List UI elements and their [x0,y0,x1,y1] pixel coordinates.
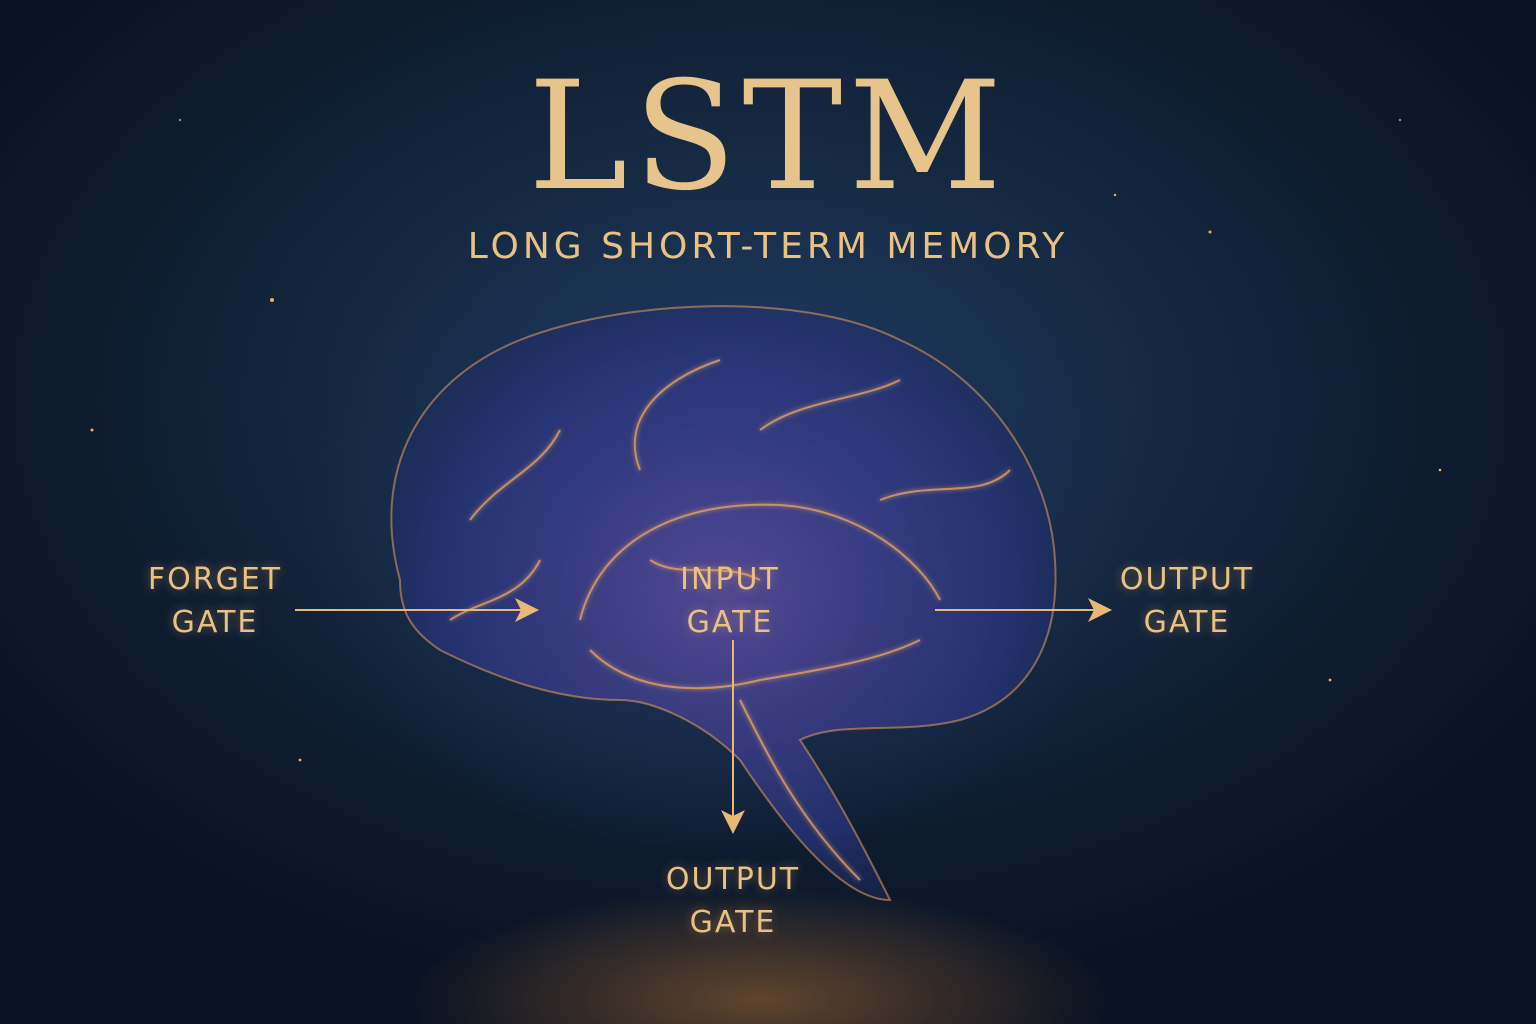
output-gate-right-line1: OUTPUT [1119,562,1255,597]
subtitle: LONG SHORT-TERM MEMORY [467,226,1069,267]
output-gate-bottom-label: OUTPUT GATE [623,858,843,944]
page-title: LSTM [527,50,1008,224]
brain-shape [390,305,1057,902]
forget-gate-line1: FORGET [147,562,283,597]
forget-gate-label: FORGET GATE [105,558,325,644]
output-gate-right-line2: GATE [1143,605,1231,640]
input-gate-line1: INPUT [680,562,780,597]
stars [90,119,1442,762]
output-gate-right-label: OUTPUT GATE [1077,558,1297,644]
arrows [295,598,1112,834]
output-gate-bottom-line2: GATE [689,905,777,940]
forget-gate-line2: GATE [171,605,259,640]
output-gate-bottom-line1: OUTPUT [665,862,801,897]
input-gate-line2: GATE [686,605,774,640]
brain-veins [449,359,1011,881]
input-gate-label: INPUT GATE [620,558,840,644]
